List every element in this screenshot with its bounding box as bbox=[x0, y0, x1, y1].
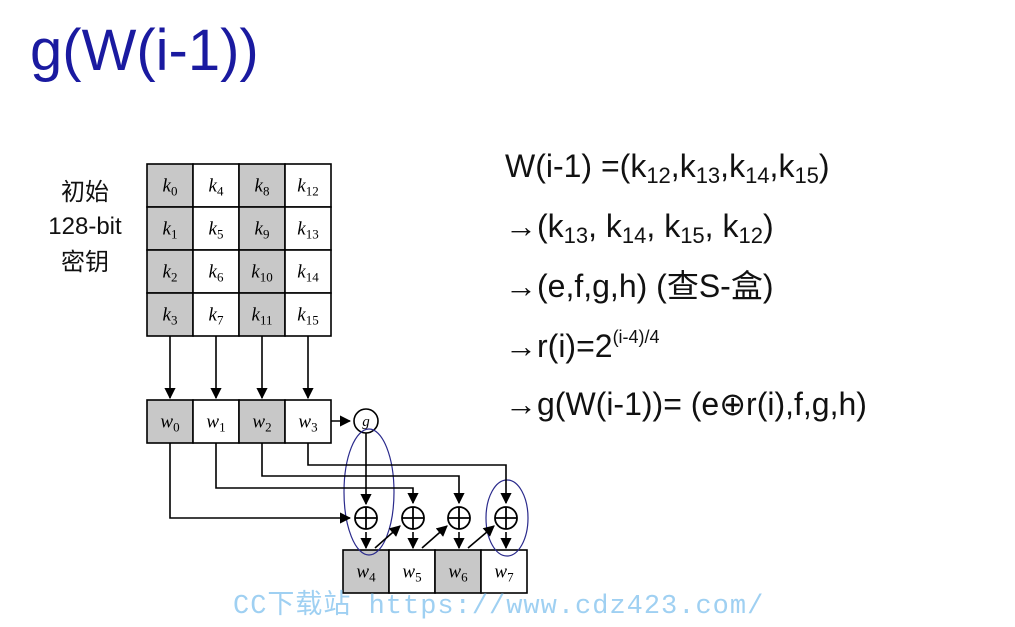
xor-3-icon bbox=[447, 506, 471, 530]
key-cell-k15: k15 bbox=[284, 292, 332, 337]
key-cell-k2: k2 bbox=[146, 249, 194, 294]
highlight-ellipse-right bbox=[485, 479, 529, 557]
key-cell-k8: k8 bbox=[238, 163, 286, 208]
key-cell-k3: k3 bbox=[146, 292, 194, 337]
formula-line-2: →(k13, k14, k15, k12) bbox=[505, 208, 774, 248]
arrow-w0-to-xor1 bbox=[169, 443, 352, 524]
w-cell-w0: w0 bbox=[146, 399, 194, 444]
key-cell-k1: k1 bbox=[146, 206, 194, 251]
key-cell-k14: k14 bbox=[284, 249, 332, 294]
highlight-ellipse-left bbox=[343, 428, 395, 556]
key-cell-k13: k13 bbox=[284, 206, 332, 251]
w-cell-w6: w6 bbox=[434, 549, 482, 594]
arrow-w4-to-xor2 bbox=[374, 525, 401, 549]
w-cell-w2: w2 bbox=[238, 399, 286, 444]
xor-1-icon bbox=[354, 506, 378, 530]
key-cell-k7: k7 bbox=[192, 292, 240, 337]
key-cell-k4: k4 bbox=[192, 163, 240, 208]
arrow-w3-to-xor4 bbox=[307, 443, 512, 505]
g-function-label: g bbox=[362, 414, 370, 430]
key-label-line-2: 128-bit bbox=[48, 213, 122, 240]
w-cell-w5: w5 bbox=[388, 549, 436, 594]
svg-text:k11: k11 bbox=[252, 305, 273, 328]
xor-nodes bbox=[354, 506, 518, 530]
key-label-line-1: 初始 bbox=[61, 179, 109, 206]
formula-line-5: →g(W(i-1))= (e⊕r(i),f,g,h) bbox=[505, 386, 867, 422]
key-cell-k12: k12 bbox=[284, 163, 332, 208]
xor-2-icon bbox=[401, 506, 425, 530]
key-cell-k10: k10 bbox=[238, 249, 286, 294]
formula-line-4: →r(i)=2(i-4)/4 bbox=[505, 327, 660, 364]
arrow-w2-to-xor3 bbox=[261, 443, 465, 505]
w-cell-w7: w7 bbox=[480, 549, 528, 594]
key-cell-k5: k5 bbox=[192, 206, 240, 251]
key-cell-k9: k9 bbox=[238, 206, 286, 251]
key-cell-k11: k11 bbox=[238, 292, 286, 337]
arrow-w1-to-xor2 bbox=[215, 443, 419, 505]
formula-line-1: W(i-1) =(k12,k13,k14,k15) bbox=[505, 148, 830, 188]
watermark-text: CC下载站 https://www.cdz423.com/ bbox=[233, 592, 765, 622]
arrow-w5-to-xor3 bbox=[421, 525, 448, 549]
page-title: g(W(i-1)) bbox=[30, 18, 259, 83]
key-cell-k6: k6 bbox=[192, 249, 240, 294]
w-cell-w1: w1 bbox=[192, 399, 240, 444]
xor-wiring bbox=[169, 433, 512, 550]
w-cell-w3: w3 bbox=[284, 399, 332, 444]
key-cell-k0: k0 bbox=[146, 163, 194, 208]
arrow-w6-to-xor4 bbox=[467, 525, 495, 549]
grid-to-w-arrows bbox=[164, 336, 314, 400]
w-cell-w4: w4 bbox=[342, 549, 390, 594]
key-label-line-3: 密钥 bbox=[61, 249, 109, 276]
xor-4-icon bbox=[494, 506, 518, 530]
formula-line-3: →(e,f,g,h) (查S-盒) bbox=[505, 268, 774, 304]
